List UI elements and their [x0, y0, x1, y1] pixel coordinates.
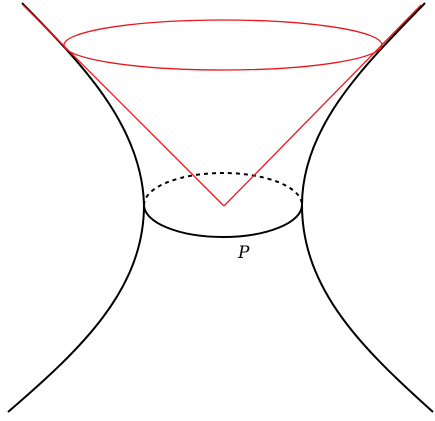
- hyperboloid: [7, 2, 434, 413]
- light-cone: [22, 4, 422, 207]
- light-cone-right-edge: [223, 4, 422, 207]
- point-label: P: [237, 243, 250, 263]
- throat-circle-front: [143, 204, 303, 238]
- throat-circle: [143, 172, 303, 238]
- light-cone-left-edge: [22, 4, 225, 207]
- throat-circle-back-dashed: [143, 172, 303, 206]
- light-cone-top-ellipse: [63, 19, 383, 71]
